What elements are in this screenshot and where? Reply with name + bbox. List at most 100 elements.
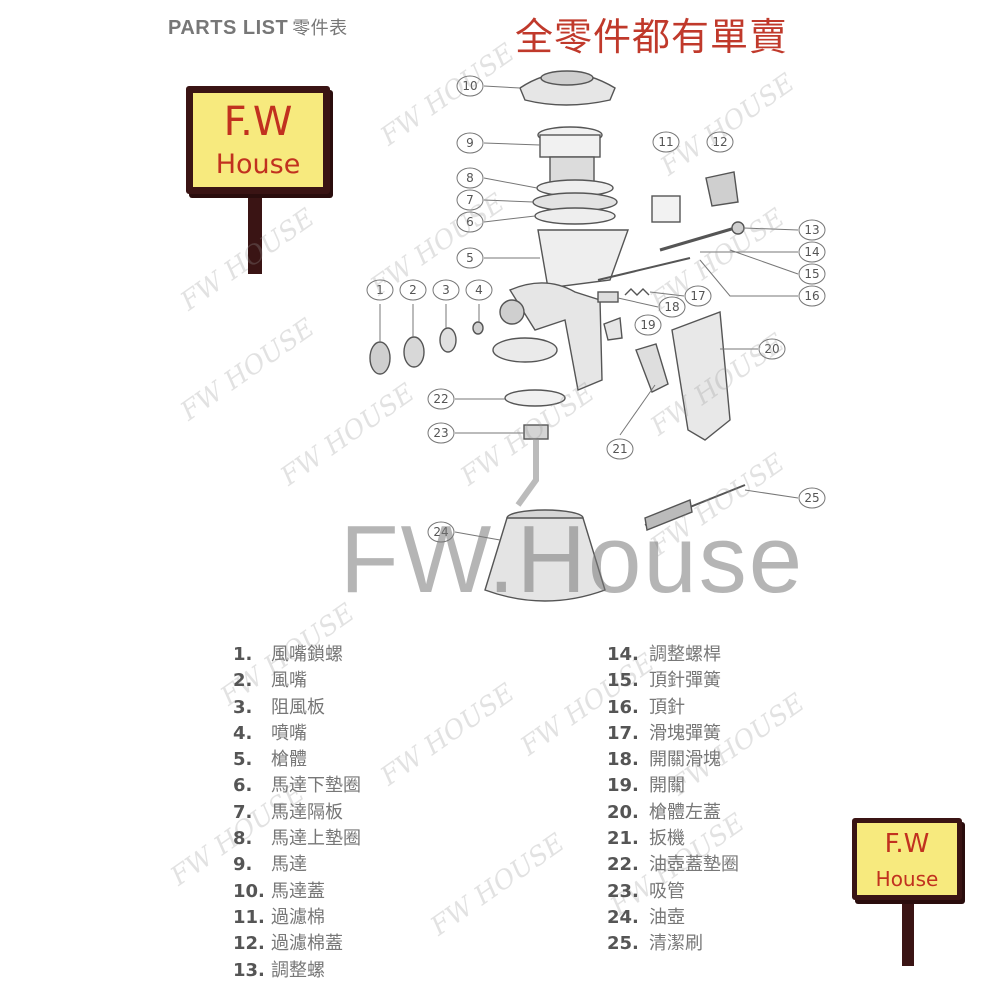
part-name: 開關滑塊 <box>649 749 721 771</box>
part-number: 4. <box>233 722 253 744</box>
callout-number: 16 <box>804 289 819 303</box>
part-list-item: 9. 馬達 <box>233 852 361 878</box>
callout-number: 7 <box>466 193 474 207</box>
callout-circle <box>798 487 826 509</box>
part-list-item: 14. 調整螺桿 <box>607 642 739 668</box>
part-number: 22. <box>607 854 639 876</box>
part-number: 7. <box>233 801 253 823</box>
sign-post <box>902 896 914 966</box>
part-name: 風嘴鎖螺 <box>271 644 343 665</box>
callout-leader-line <box>619 384 656 436</box>
part-number: 19. <box>607 775 639 797</box>
callout-leader-line <box>483 85 521 89</box>
callout-number: 23 <box>433 426 448 440</box>
part-name: 過濾棉蓋 <box>271 933 343 955</box>
callout-number: 6 <box>466 215 474 229</box>
sign-line2: House <box>215 149 301 180</box>
part-name: 滑塊彈簧 <box>649 722 721 744</box>
callout-circle <box>652 131 680 153</box>
part-number: 9. <box>233 854 253 876</box>
callout-circle <box>399 279 427 301</box>
part-number: 11. <box>233 906 265 928</box>
callout-circle <box>465 279 493 301</box>
callout-circle <box>432 279 460 301</box>
callout-circle <box>456 167 484 189</box>
callout-circle <box>456 75 484 97</box>
part-suction-tube <box>515 424 549 507</box>
callout-number: 25 <box>804 491 819 505</box>
sign-post <box>248 186 262 274</box>
part-spray-tip <box>472 321 484 335</box>
callout-number: 24 <box>433 525 448 539</box>
part-name: 頂針 <box>649 696 685 718</box>
sign-line1: F.W <box>223 99 293 145</box>
part-number: 6. <box>233 775 253 797</box>
part-air-baffle <box>439 327 457 353</box>
part-adjust-screw <box>731 221 745 235</box>
part-reservoir-lid-gasket <box>504 389 566 407</box>
part-name: 頂針彈簧 <box>649 670 721 692</box>
part-name: 調整螺桿 <box>649 644 721 665</box>
part-name: 開關 <box>649 775 685 797</box>
part-adjust-screw-rod <box>659 226 736 252</box>
part-list-item: 12. 過濾棉蓋 <box>233 931 361 957</box>
part-list-item: 10.馬達蓋 <box>233 879 361 905</box>
callout-leader-line <box>699 259 798 297</box>
part-number: 12. <box>233 933 265 955</box>
part-number: 25. <box>607 933 639 955</box>
callout-circle <box>634 314 662 336</box>
callout-number: 8 <box>466 171 474 185</box>
part-slide-spring <box>624 288 650 296</box>
part-list-item: 2.風嘴 <box>233 668 361 694</box>
part-name: 馬達 <box>271 854 307 876</box>
part-list-item: 16.頂針 <box>607 695 739 721</box>
callout-circle <box>456 189 484 211</box>
part-switch-slider <box>597 291 619 303</box>
callout-number: 5 <box>466 251 474 265</box>
callout-leader-line <box>729 249 799 275</box>
part-list-item: 19. 開關 <box>607 773 739 799</box>
part-list-item: 1.風嘴鎖螺 <box>233 642 361 668</box>
part-list-item: 8.馬達上墊圈 <box>233 826 361 852</box>
part-trigger <box>635 343 669 393</box>
part-list-item: 21.扳機 <box>607 826 739 852</box>
sign-line1: F.W <box>884 829 930 859</box>
part-list-item: 5.槍體 <box>233 747 361 773</box>
part-name: 清潔刷 <box>649 933 703 955</box>
callout-number: 19 <box>640 318 655 332</box>
watermark-text: FW HOUSE <box>375 678 521 792</box>
part-number: 17. <box>607 722 639 744</box>
part-name: 風嘴 <box>271 670 307 692</box>
part-number: 23. <box>607 880 639 902</box>
part-number: 18. <box>607 749 639 771</box>
sign-board: F.W House <box>852 818 962 900</box>
callout-leader-line <box>483 142 541 146</box>
callout-circle <box>456 132 484 154</box>
part-name: 馬達上墊圈 <box>271 828 361 850</box>
callout-number: 22 <box>433 392 448 406</box>
part-list-item: 11. 過濾棉 <box>233 905 361 931</box>
part-name: 油壺 <box>649 906 685 928</box>
callout-number: 11 <box>658 135 673 149</box>
part-list-item: 24.油壺 <box>607 905 739 931</box>
part-filter-cover <box>705 171 739 207</box>
part-number: 13. <box>233 959 265 981</box>
part-list-item: 20.槍體左蓋 <box>607 800 739 826</box>
callout-number: 4 <box>475 283 483 297</box>
part-number: 14. <box>607 644 639 665</box>
part-name: 過濾棉 <box>271 906 325 928</box>
part-cleaning-brush <box>644 484 746 531</box>
part-nozzle <box>403 336 425 368</box>
callout-leader-line <box>483 177 538 189</box>
callout-number: 18 <box>664 300 679 314</box>
part-gun-left-cover <box>671 311 731 441</box>
part-list-item: 25. 清潔刷 <box>607 931 739 957</box>
part-name: 噴嘴 <box>271 722 307 744</box>
callout-number: 14 <box>804 245 819 259</box>
callout-number: 20 <box>764 342 779 356</box>
part-number: 5. <box>233 749 253 771</box>
part-list-item: 4. 噴嘴 <box>233 721 361 747</box>
part-list-item: 7.馬達隔板 <box>233 800 361 826</box>
